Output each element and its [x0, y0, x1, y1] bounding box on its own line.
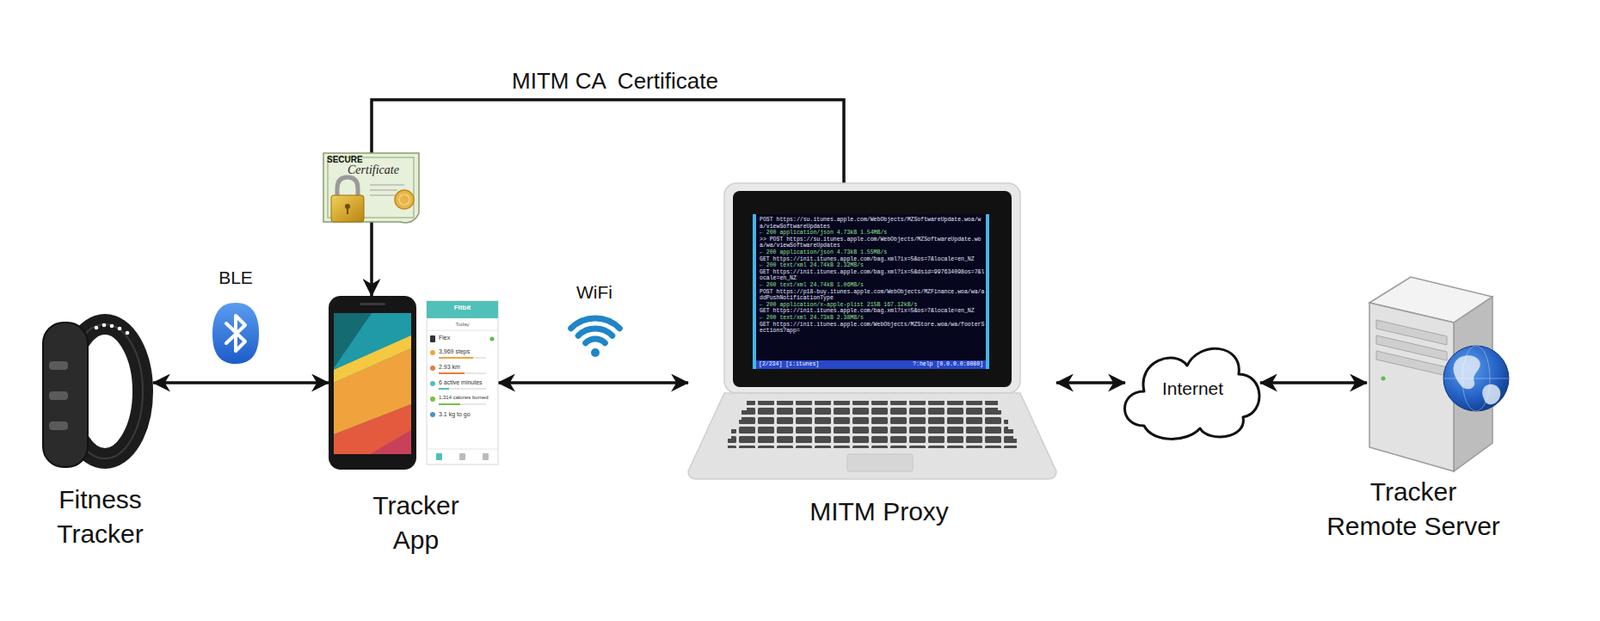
connector-label: WiFi — [576, 281, 613, 303]
app-device: Flex — [438, 334, 450, 342]
device-caption: MITM Proxy — [750, 494, 1009, 530]
device-node: Tracker Remote Server — [1366, 270, 1508, 472]
server-illustration — [1369, 276, 1509, 472]
app-date: Today — [426, 321, 499, 328]
app-stat: 6 active minutes — [438, 379, 483, 387]
terminal-line: POST https://p18-buy.itunes.apple.com/We… — [759, 289, 985, 302]
certificate-title: Certificate — [347, 163, 400, 179]
connector-arrow — [1260, 381, 1367, 385]
terminal-line: POST https://su.itunes.apple.com/WebObje… — [759, 216, 985, 230]
connector-arrow — [1056, 381, 1126, 385]
app-stat: 3.1 kg to go — [438, 411, 471, 419]
connector-label: MITM CA Certificate — [511, 67, 719, 95]
app-stat: 2.93 km — [438, 363, 461, 371]
terminal-line: >> POST https://su.itunes.apple.com/WebO… — [759, 236, 985, 250]
terminal-output: POST https://su.itunes.apple.com/WebObje… — [759, 216, 985, 335]
certificate-illustration — [323, 153, 419, 223]
status-text: [2/234] [i:itunes] — [758, 361, 819, 369]
terminal-line: GET https://init.itunes.apple.com/bag.xm… — [759, 269, 985, 283]
device-node: MITM Proxy — [688, 183, 1057, 480]
app-screenshot — [426, 301, 499, 465]
node-label: Internet — [1162, 377, 1224, 400]
laptop-illustration — [688, 183, 1057, 480]
connector-label: BLE — [218, 266, 253, 289]
status-text: ?:help [0.0.0.0:8080] — [912, 361, 984, 369]
connector-arrow — [153, 381, 329, 385]
terminal-line: ← 200 application/x-apple-plist 215B 167… — [759, 301, 985, 309]
connector-arrow — [498, 381, 689, 385]
terminal-line: ← 200 application/json 4.73kB 1.54MB/s — [759, 229, 985, 237]
cloud-node: Internet — [1125, 336, 1261, 441]
terminal-line: GET https://init.itunes.apple.com/bag.xm… — [759, 256, 985, 264]
terminal-line: ← 200 text/xml 24.74kB 2.32MB/s — [759, 262, 985, 270]
app-stat: 3,969 steps — [438, 348, 470, 356]
terminal-line: GET https://init.itunes.apple.com/bag.xm… — [759, 307, 985, 315]
fitness-band-illustration — [43, 322, 143, 468]
device-node: Fitness Tracker — [40, 316, 154, 470]
app-header: Fitbit — [426, 303, 499, 313]
terminal-line: ← 200 text/xml 24.74kB 1.06MB/s — [759, 282, 985, 290]
bluetooth-icon — [212, 302, 259, 364]
terminal-line: ← 200 application/json 4.73kB 1.55MB/s — [759, 249, 985, 257]
terminal-line: GET https://init.itunes.apple.com/WebObj… — [759, 321, 985, 335]
terminal-line: ← 200 text/xml 24.73kB 2.38MB/s — [759, 314, 985, 322]
device-caption: Tracker App — [360, 488, 473, 558]
app-stat: 1,314 calories burned — [438, 394, 489, 401]
wifi-icon — [571, 318, 621, 357]
smartphone-illustration — [328, 295, 417, 470]
device-caption: Fitness Tracker — [31, 482, 170, 552]
device-caption: Tracker Remote Server — [1323, 474, 1503, 544]
internet-cloud — [1125, 348, 1260, 439]
terminal-status-bar: [2/234] [i:itunes] ?:help [0.0.0.0:8080] — [756, 360, 986, 370]
